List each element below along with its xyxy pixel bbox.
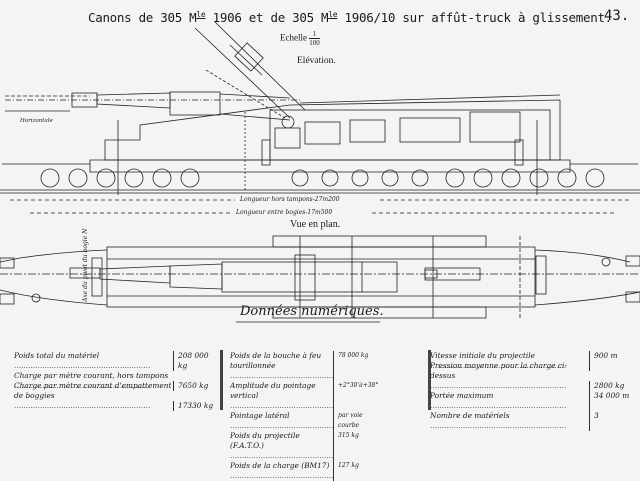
row-value: 34 000 m (589, 391, 630, 411)
carriage-elevation (0, 99, 640, 195)
row-label: Nombre de matériels (430, 411, 589, 431)
row-label: Poids de la bouche à feu tourillonnée (230, 351, 333, 381)
table-row: Amplitude du pointage vertical+2°30'à+38… (230, 381, 380, 411)
plan-view-title: Vue en plan. (290, 219, 341, 230)
row-value: 315 kg (333, 431, 380, 461)
row-value: +2°30'à+38° (333, 381, 380, 411)
row-label: Poids total du matériel (14, 351, 173, 371)
pivot-axis-label: Axe du pivot du bogie N (82, 228, 89, 302)
row-value: 17330 kg (173, 401, 214, 411)
gun-barrel-horizontal (5, 91, 561, 121)
data-table-gun: Poids de la bouche à feu tourillonnée78 … (230, 351, 380, 481)
elevation-title: Elévation. (297, 56, 336, 66)
data-table-ballistics: Vitesse initiale du projectile900 m Pres… (430, 351, 630, 431)
row-label: Poids de la charge (BM17) (230, 461, 333, 481)
bogie-wheels (40, 168, 605, 188)
dimension-lines (10, 199, 630, 214)
table-row: Pression moyenne pour la charge ci-dessu… (430, 361, 630, 391)
row-label: Amplitude du pointage vertical (230, 381, 333, 411)
row-value: 78 000 kg (333, 351, 380, 381)
table-row: Poids de la charge (BM17)127 kg (230, 461, 380, 481)
row-label: Charge par mètre courant d'empattement d… (14, 381, 173, 411)
row-value: 900 m (589, 351, 630, 371)
table-row: Vitesse initiale du projectile900 m (430, 351, 630, 371)
length-over-buffers: Longueur hors tampons-27m200 (240, 196, 340, 203)
plan-view (0, 235, 640, 320)
row-label: Charge par mètre courant, hors tampons (14, 371, 173, 391)
row-label: Poids du projectile (F.A.T.O.) (230, 431, 333, 461)
page-number: 43. (604, 8, 630, 24)
row-value: 7650 kg (173, 381, 214, 391)
table-row: Portée maximum34 000 m (430, 391, 630, 411)
table-row: Charge par mètre courant d'empattement d… (14, 381, 214, 411)
row-label: Vitesse initiale du projectile (430, 351, 589, 371)
table-row: Pointage latéralpar voie courbe (230, 411, 380, 431)
data-section-title: Données numériques. (240, 304, 384, 319)
row-label: Portée maximum (430, 391, 589, 411)
row-value: 208 000 kg (173, 351, 214, 371)
row-value: 127 kg (333, 461, 380, 481)
table-row: Charge par mètre courant, hors tampons76… (14, 371, 214, 391)
row-value: 3 (589, 411, 630, 431)
horizontal-label: Horizontale (20, 118, 53, 124)
table-row: Poids du projectile (F.A.T.O.)315 kg (230, 431, 380, 461)
length-between-bogies: Longueur entre bogies-17m500 (236, 209, 333, 216)
table-row: Nombre de matériels3 (430, 411, 630, 431)
table-row: Poids total du matériel208 000 kg (14, 351, 214, 371)
page-title: Canons de 305 Mle 1906 et de 305 Mle 190… (88, 10, 612, 26)
row-label: Pointage latéral (230, 411, 333, 431)
technical-drawing (0, 21, 640, 323)
data-table-weights: Poids total du matériel208 000 kg Charge… (14, 351, 214, 411)
row-value: par voie courbe (333, 411, 380, 431)
column-separator (220, 350, 223, 410)
table-row: Poids de la bouche à feu tourillonnée78 … (230, 351, 380, 381)
row-value: 2800 kg (589, 381, 630, 391)
row-label: Pression moyenne pour la charge ci-dessu… (430, 361, 589, 391)
